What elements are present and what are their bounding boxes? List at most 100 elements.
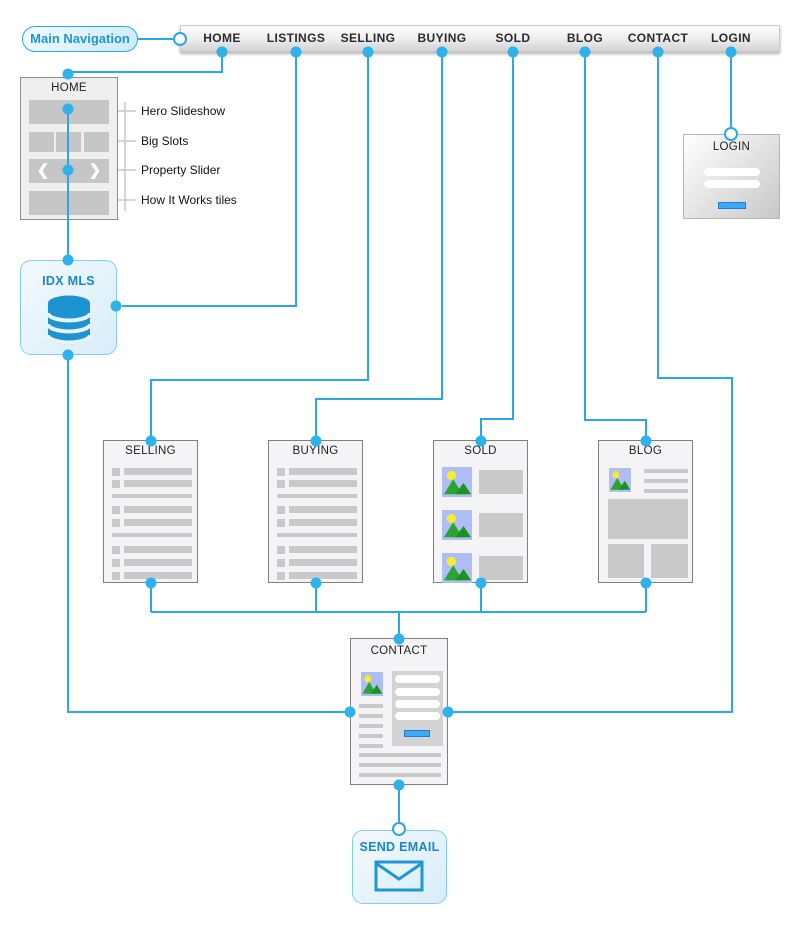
nav-item-home[interactable]: HOME: [203, 31, 241, 45]
post-placeholder: [651, 544, 688, 578]
form-input-placeholder: [395, 675, 440, 683]
form-submit-placeholder: [404, 730, 430, 737]
text-placeholder: [289, 519, 357, 526]
login-page-card[interactable]: LOGIN: [683, 134, 780, 219]
idx-mls-label: IDX MLS: [42, 274, 95, 288]
blog-page-card[interactable]: BLOG: [598, 440, 693, 583]
hero-slideshow-placeholder: [29, 100, 109, 124]
bullet-placeholder: [277, 480, 285, 488]
text-placeholder: [359, 744, 383, 748]
text-placeholder: [289, 546, 357, 553]
login-button-placeholder: [718, 202, 746, 209]
text-placeholder: [359, 763, 441, 767]
bullet-placeholder: [277, 468, 285, 476]
big-slot-placeholder: [84, 132, 109, 152]
text-placeholder: [359, 753, 441, 757]
connector-open-nodes: [173, 32, 738, 836]
chevron-left-icon: ❮: [36, 162, 50, 179]
bullet-placeholder: [112, 546, 120, 554]
nav-item-sold[interactable]: SOLD: [495, 31, 531, 45]
selling-card-title: SELLING: [125, 445, 176, 457]
text-placeholder: [359, 714, 383, 718]
text-placeholder: [289, 559, 357, 566]
login-input-placeholder: [704, 180, 760, 188]
form-input-placeholder: [395, 712, 440, 720]
contact-page-card[interactable]: CONTACT: [350, 638, 448, 785]
bullet-placeholder: [112, 572, 120, 580]
chevron-right-icon: ❯: [88, 162, 102, 179]
envelope-icon: [374, 860, 424, 892]
nav-item-login[interactable]: LOGIN: [711, 31, 751, 45]
divider-placeholder: [112, 494, 192, 498]
divider-placeholder: [277, 533, 357, 537]
text-placeholder: [644, 489, 688, 493]
text-placeholder: [124, 572, 192, 579]
home-page-card[interactable]: HOME ❮ ❯: [20, 77, 118, 220]
annotation-hero-slideshow: Hero Slideshow: [141, 104, 226, 118]
bullet-placeholder: [277, 559, 285, 567]
image-icon: [442, 553, 472, 583]
text-placeholder: [124, 519, 192, 526]
blog-card-title: BLOG: [628, 445, 663, 457]
image-icon: [609, 468, 631, 492]
text-placeholder: [124, 506, 192, 513]
login-card-title: LOGIN: [712, 141, 751, 153]
big-slot-placeholder: [29, 132, 54, 152]
nav-item-listings[interactable]: LISTINGS: [266, 31, 326, 45]
how-it-works-placeholder: [29, 191, 109, 215]
image-icon: [442, 467, 472, 497]
bullet-placeholder: [112, 506, 120, 514]
bullet-placeholder: [112, 559, 120, 567]
nav-item-selling[interactable]: SELLING: [340, 31, 396, 45]
bullet-placeholder: [277, 519, 285, 527]
annotation-property-slider: Property Slider: [141, 163, 221, 177]
sold-page-card[interactable]: SOLD: [433, 440, 528, 583]
contact-card-title: CONTACT: [370, 645, 428, 657]
main-navigation-label[interactable]: Main Navigation: [22, 26, 138, 52]
text-placeholder: [289, 468, 357, 475]
nav-item-buying[interactable]: BUYING: [417, 31, 467, 45]
idx-mls-node[interactable]: IDX MLS: [20, 260, 117, 355]
send-email-node[interactable]: SEND EMAIL: [352, 830, 447, 904]
buying-card-title: BUYING: [292, 445, 339, 457]
divider-placeholder: [277, 494, 357, 498]
nav-item-blog[interactable]: BLOG: [566, 31, 604, 45]
divider-placeholder: [112, 533, 192, 537]
home-card-title: HOME: [51, 82, 87, 94]
big-slot-placeholder: [56, 132, 81, 152]
main-navigation-bar: [180, 25, 780, 52]
database-icon: [46, 295, 92, 345]
listing-placeholder: [479, 556, 523, 580]
send-email-label: SEND EMAIL: [359, 840, 440, 854]
login-input-placeholder: [704, 168, 760, 176]
text-placeholder: [289, 480, 357, 487]
bullet-placeholder: [277, 546, 285, 554]
annotation-big-slots: Big Slots: [141, 134, 189, 148]
text-placeholder: [124, 480, 192, 487]
annotation-lines: [118, 102, 136, 211]
image-icon: [361, 672, 383, 696]
text-placeholder: [289, 506, 357, 513]
text-placeholder: [124, 559, 192, 566]
post-placeholder: [608, 499, 688, 539]
bullet-placeholder: [112, 519, 120, 527]
sold-card-title: SOLD: [464, 445, 497, 457]
text-placeholder: [359, 773, 441, 777]
text-placeholder: [359, 704, 383, 708]
listing-placeholder: [479, 513, 523, 537]
text-placeholder: [644, 469, 688, 473]
selling-page-card[interactable]: SELLING: [103, 440, 198, 583]
buying-page-card[interactable]: BUYING: [268, 440, 363, 583]
bullet-placeholder: [112, 480, 120, 488]
contact-form-placeholder: [392, 671, 443, 746]
text-placeholder: [359, 734, 383, 738]
form-input-placeholder: [395, 700, 440, 708]
nav-item-contact[interactable]: CONTACT: [627, 31, 689, 45]
form-input-placeholder: [395, 688, 440, 696]
text-placeholder: [359, 724, 383, 728]
image-icon: [442, 510, 472, 540]
bullet-placeholder: [277, 572, 285, 580]
text-placeholder: [289, 572, 357, 579]
annotation-how-it-works: How It Works tiles: [141, 193, 237, 207]
